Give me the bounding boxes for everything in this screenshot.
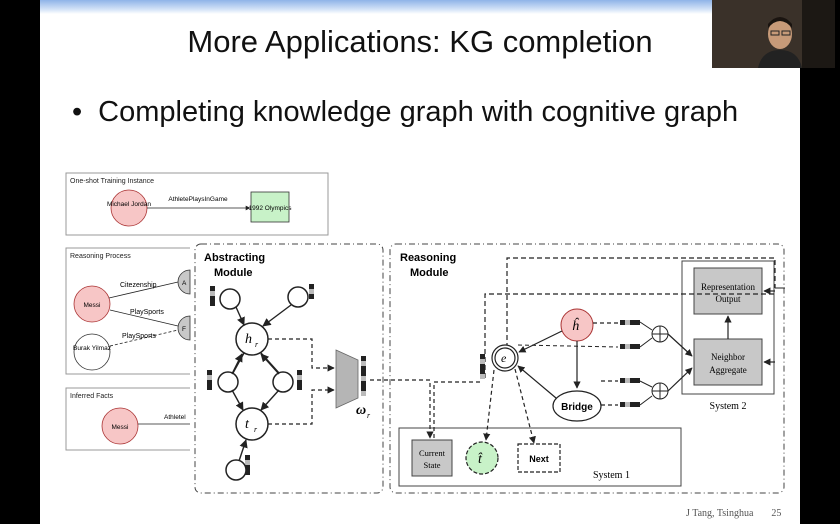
kg-completion-figure: One-shot Training Instance Michael Jorda… <box>65 172 785 494</box>
next-box <box>517 443 561 473</box>
h-to-e-edge <box>518 330 563 353</box>
middle-node-2 <box>272 371 294 393</box>
athlete-plays-in-game-label: AthletePlaysInGame <box>168 196 228 203</box>
reasoning-process-panel: Reasoning Process Messi Burak Yilmaz Cit… <box>65 247 191 375</box>
neighbor-aggregate-line1: Neighbor <box>711 352 745 362</box>
inferred-messi-node <box>101 407 139 445</box>
representation-output-box <box>693 267 763 315</box>
abstracting-title-1: Abstracting <box>204 252 265 264</box>
middle-node-1 <box>217 371 239 393</box>
omega-label: ω <box>356 403 366 418</box>
tr-to-omega-edge <box>268 386 335 425</box>
bridge-to-e-edge <box>517 365 557 399</box>
hr-to-omega-edge <box>268 338 335 372</box>
inferred-facts-label: Inferred Facts <box>70 393 114 400</box>
neighbor-aggregate-line2: Aggregate <box>709 365 746 375</box>
bullet-text: Completing knowledge graph with cognitiv… <box>98 96 739 128</box>
one-shot-panel: One-shot Training Instance Michael Jorda… <box>65 172 329 236</box>
hr-node <box>235 322 269 356</box>
footer-page-number: 25 <box>771 508 782 519</box>
reasoning-title-1: Reasoning <box>400 252 456 264</box>
e-to-t-hat-edge <box>483 369 495 441</box>
tr-sub-label: r <box>254 425 258 434</box>
representation-output-line1: Representation <box>701 282 755 292</box>
messi-node <box>73 285 111 323</box>
plays-sports-edge-2 <box>109 329 179 347</box>
olympics-node <box>250 191 290 223</box>
bullet-row: • Completing knowledge graph with cogniti… <box>72 96 738 129</box>
e-label: e <box>501 351 507 365</box>
representation-output-line2: Output <box>715 294 741 304</box>
system1-label: System 1 <box>593 470 630 481</box>
clipped-node-a <box>177 269 191 295</box>
e-to-next-edge <box>514 368 536 444</box>
omega-sub-label: r <box>367 411 371 420</box>
t-hat-node <box>465 441 499 475</box>
burak-node <box>73 333 111 371</box>
current-state-box <box>411 439 453 477</box>
citizenship-label: Citezenship <box>120 282 157 289</box>
bullet-icon: • <box>72 96 83 128</box>
inferred-messi-label: Messi <box>112 424 129 431</box>
h-hat-label: ĥ <box>572 317 580 334</box>
webcam-video-thumbnail[interactable] <box>712 0 835 68</box>
feature-vector-icons <box>207 284 314 475</box>
clipped-node-f <box>177 315 191 341</box>
michael-jordan-node <box>110 189 148 227</box>
michael-jordan-label: Michael Jordan <box>107 201 151 208</box>
omega-projection-shape <box>335 349 359 409</box>
reasoning-process-label: Reasoning Process <box>70 253 131 260</box>
input-node-2 <box>287 286 309 308</box>
bridge-label: Bridge <box>561 402 593 413</box>
tr-node <box>235 407 269 441</box>
plays-sports-edge-1 <box>109 309 179 327</box>
bridge-node <box>552 390 602 422</box>
input-node-3 <box>225 459 247 481</box>
plays-sports-label-1: PlaySports <box>130 309 164 316</box>
clipped-node-f-label: F <box>182 326 186 333</box>
hr-label: h <box>245 332 252 347</box>
slide: More Applications: KG completion • Comple… <box>40 0 800 524</box>
abstracting-module: Abstracting Module h r t r <box>194 243 384 494</box>
inferred-facts-panel: Inferred Facts Messi Athletel <box>65 387 190 451</box>
abstracting-edges <box>231 304 292 462</box>
presenter-avatar-icon <box>712 0 835 68</box>
e-to-state-edge <box>433 381 480 438</box>
slide-title: More Applications: KG completion <box>187 24 653 59</box>
inferred-relation-label: Athletel <box>164 414 186 421</box>
one-shot-label: One-shot Training Instance <box>70 178 154 185</box>
t-hat-label: t̂ <box>478 452 483 467</box>
footer-author: J Tang, Tsinghua <box>686 508 754 519</box>
reasoning-title-2: Module <box>410 267 449 279</box>
feedback-edge-second <box>484 293 775 378</box>
citizenship-edge <box>108 281 179 299</box>
neighbor-aggregate-box <box>693 338 763 386</box>
slide-footer: J Tang, Tsinghua 25 <box>686 508 781 519</box>
tr-label: t <box>245 417 250 432</box>
next-label: Next <box>529 454 549 464</box>
messi-label: Messi <box>84 302 101 309</box>
olympics-label: 1992 Olympics <box>249 205 293 212</box>
plays-sports-label-2: PlaySports <box>122 333 156 340</box>
system2-label: System 2 <box>710 401 747 412</box>
input-node-1 <box>219 288 241 310</box>
feedback-edge-top <box>506 257 776 356</box>
slide-top-bar <box>40 0 800 14</box>
abstracting-title-2: Module <box>214 267 253 279</box>
burak-label: Burak Yilmaz <box>73 345 111 352</box>
clipped-node-a-label: A <box>182 280 187 287</box>
current-state-line1: Current <box>419 448 446 458</box>
omega-to-state-edge <box>370 379 434 439</box>
system2-input-vectors <box>620 320 640 407</box>
reasoning-module: Reasoning Module Representation Output N… <box>370 243 785 494</box>
current-state-line2: State <box>424 460 441 470</box>
hr-sub-label: r <box>255 340 259 349</box>
